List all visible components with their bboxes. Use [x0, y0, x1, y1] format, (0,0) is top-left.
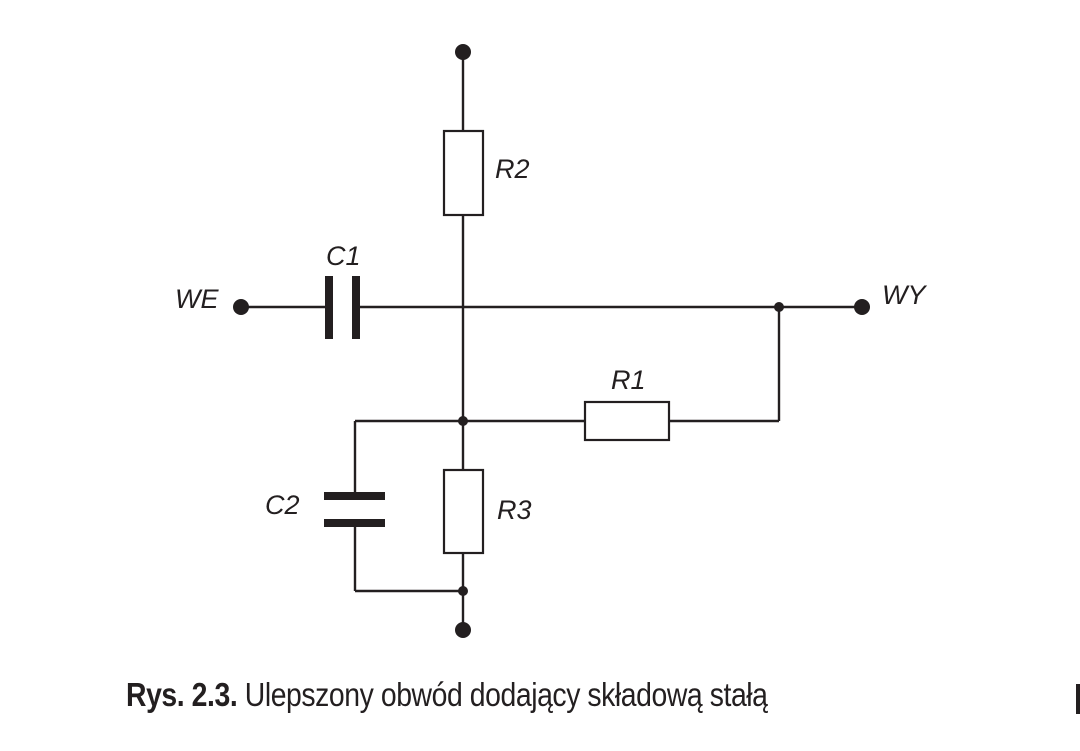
resistor-r2	[442, 129, 485, 217]
terminal-input	[233, 299, 249, 315]
capacitor-c2-plate-top	[324, 492, 385, 500]
resistor-r3	[442, 468, 485, 555]
edge-mark	[1076, 684, 1080, 714]
caption-label: Rys. 2.3.	[126, 676, 238, 713]
label-c1: C1	[326, 241, 361, 271]
label-output: WY	[882, 280, 927, 310]
terminal-bottom	[455, 622, 471, 638]
capacitor-c1-plate-left	[325, 276, 333, 339]
junction-output	[774, 302, 784, 312]
terminal-top	[455, 44, 471, 60]
terminal-output	[854, 299, 870, 315]
resistor-r1	[583, 400, 671, 442]
figure-caption: Rys. 2.3. Ulepszony obwód dodający skład…	[126, 676, 768, 714]
junction-bottom	[458, 586, 468, 596]
label-r3: R3	[497, 495, 532, 525]
junction-middle	[458, 416, 468, 426]
label-input: WE	[175, 284, 219, 314]
label-r2: R2	[495, 154, 530, 184]
capacitor-c1-plate-right	[352, 276, 360, 339]
label-r1: R1	[611, 365, 646, 395]
label-c2: C2	[265, 490, 300, 520]
caption-text: Ulepszony obwód dodający składową stałą	[244, 676, 768, 713]
capacitor-c2-plate-bottom	[324, 519, 385, 527]
